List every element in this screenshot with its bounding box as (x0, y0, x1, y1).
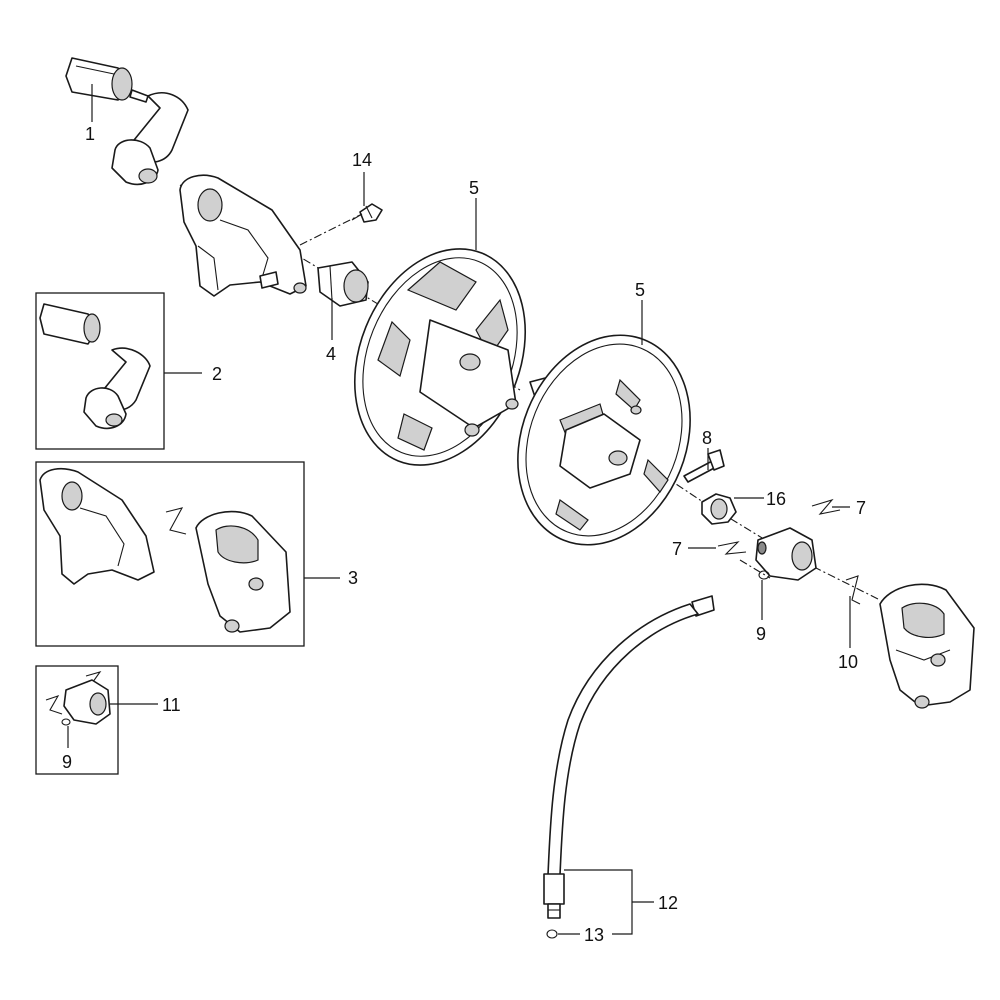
nut-part-16 (701, 493, 737, 525)
screw-part-8 (683, 449, 725, 483)
callout-11: 11 (162, 695, 181, 715)
clip-part-7-lower (717, 541, 747, 555)
screw-part-14 (351, 203, 383, 223)
inset-box-part-11 (35, 665, 119, 775)
assembly-axis-fitting (739, 559, 771, 579)
callout-9a: 9 (756, 624, 766, 644)
inset-box-part-3 (35, 461, 305, 647)
callout-13: 13 (584, 925, 604, 945)
callout-9b: 9 (62, 752, 72, 772)
swivel-fitting (755, 527, 817, 581)
o-ring-part-13 (546, 929, 558, 939)
callout-3: 3 (348, 568, 358, 588)
clip-part-10 (845, 575, 861, 605)
callout-4: 4 (326, 344, 336, 364)
assembly-axis-screw14 (299, 214, 361, 246)
clip-part-7-upper (811, 498, 841, 515)
right-mounting-bracket (879, 583, 975, 709)
callout-7a: 7 (856, 498, 866, 518)
callout-1: 1 (85, 124, 95, 144)
bushing-part-4 (317, 261, 369, 307)
leader-12 (564, 869, 654, 935)
callout-14: 14 (352, 150, 372, 170)
drum-flange-left-part-5 (353, 248, 527, 466)
callout-2: 2 (212, 364, 222, 384)
callout-10: 10 (838, 652, 858, 672)
o-ring-part-9 (758, 570, 770, 580)
drum-flange-right-part-5 (517, 334, 691, 546)
crank-handle-part-1 (65, 57, 189, 186)
left-mounting-bracket (179, 174, 307, 297)
callout-7b: 7 (672, 539, 682, 559)
hose-part-12 (543, 595, 715, 919)
inset-box-part-2 (35, 292, 165, 450)
callout-5a: 5 (469, 178, 479, 198)
callout-5b: 5 (635, 280, 645, 300)
callout-8: 8 (702, 428, 712, 448)
callout-12: 12 (658, 893, 678, 913)
callout-16: 16 (766, 489, 786, 509)
